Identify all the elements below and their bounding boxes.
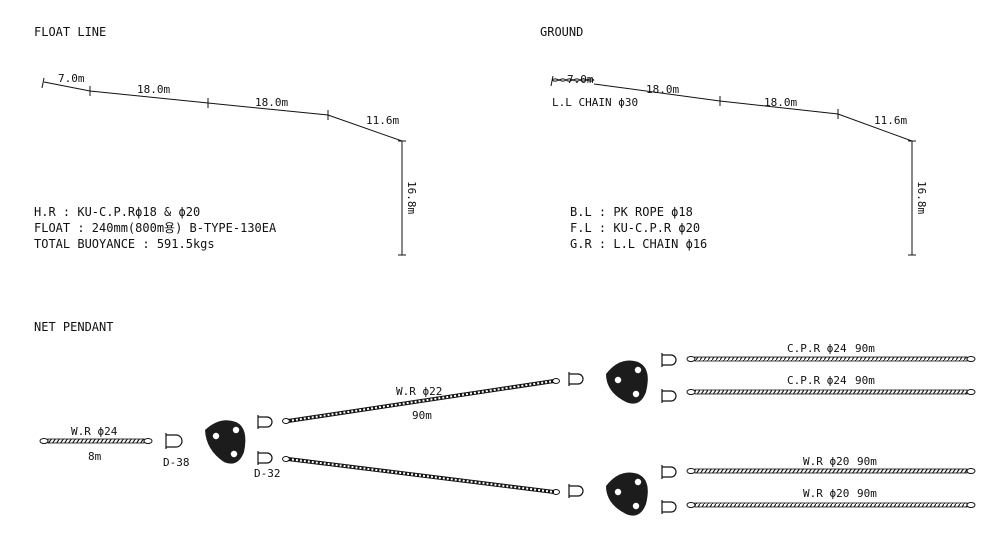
triangle-plate-icon	[205, 420, 246, 464]
float-seg-1-label: 7.0m	[58, 72, 85, 85]
right-rope-1-spec: C.P.R ϕ24	[787, 342, 847, 355]
left-wire-rope	[39, 438, 153, 444]
shackle-left-label: D-38	[163, 456, 190, 469]
shackle-mid-label: D-32	[254, 467, 281, 480]
right-rope-3-spec: W.R ϕ20	[803, 455, 849, 468]
ground-seg-4-label: 11.6m	[874, 114, 907, 127]
triangle-plate-icon	[606, 472, 648, 516]
mid-rope-spec: W.R ϕ22	[396, 385, 442, 398]
upper-diagonal-rope	[282, 378, 560, 424]
ground-title: GROUND	[540, 25, 583, 39]
float-seg-5-label: 16.8m	[405, 181, 418, 214]
shackle-icon	[568, 372, 584, 386]
mid-rope-length: 90m	[412, 409, 432, 422]
left-rope-spec: W.R ϕ24	[71, 425, 118, 438]
lower-diagonal-rope	[282, 456, 560, 495]
ground-seg-2-label: 18.0m	[646, 83, 679, 96]
shackle-icon	[661, 465, 677, 479]
triangle-plate-icon	[606, 360, 648, 404]
shackle-icon	[661, 353, 677, 367]
right-rope-3-length: 90m	[857, 455, 877, 468]
float-seg-2-label: 18.0m	[137, 83, 170, 96]
ground-spec-2: F.L : KU-C.P.R ϕ20	[570, 221, 700, 235]
ground-chain-icon	[551, 78, 595, 82]
float-spec-3: TOTAL BUOYANCE : 591.5kgs	[34, 237, 215, 251]
float-spec-1: H.R : KU-C.P.Rϕ18 & ϕ20	[34, 205, 200, 219]
right-rope-4-length: 90m	[857, 487, 877, 500]
left-rope-length: 8m	[88, 450, 102, 463]
shackle-icon	[165, 433, 183, 449]
shackle-icon	[257, 451, 273, 465]
float-line-profile	[43, 81, 403, 255]
right-rope-3	[686, 468, 976, 474]
shackle-icon	[661, 389, 677, 403]
float-spec-2: FLOAT : 240mm(800m용) B-TYPE-130EA	[34, 221, 277, 235]
shackle-icon	[661, 500, 677, 514]
float-seg-3-label: 18.0m	[255, 96, 288, 109]
right-rope-2-length: 90m	[855, 374, 875, 387]
ground-seg-1-label: 7.0m	[567, 73, 594, 86]
float-line-section: FLOAT LINE 7.0m 18.0m 18.0m 11.6m 16.8m …	[34, 25, 418, 256]
right-rope-4-spec: W.R ϕ20	[803, 487, 849, 500]
ground-seg-5-label: 16.8m	[915, 181, 928, 214]
ground-section: GROUND 7.0m L.L CHAIN ϕ30 18.0m 18.0m 11…	[540, 25, 928, 256]
right-rope-2	[686, 389, 976, 395]
float-seg-4-label: 11.6m	[366, 114, 399, 127]
right-rope-1-length: 90m	[855, 342, 875, 355]
shackle-icon	[257, 415, 273, 429]
shackle-icon	[568, 484, 584, 498]
right-rope-2-spec: C.P.R ϕ24	[787, 374, 847, 387]
ground-chain-label: L.L CHAIN ϕ30	[552, 96, 638, 109]
float-line-title: FLOAT LINE	[34, 25, 106, 39]
right-rope-4	[686, 502, 976, 508]
ground-seg-3-label: 18.0m	[764, 96, 797, 109]
float-line-ticks	[41, 77, 406, 256]
ground-spec-1: B.L : PK ROPE ϕ18	[570, 205, 693, 219]
ground-spec-3: G.R : L.L CHAIN ϕ16	[570, 237, 707, 251]
net-pendant-title: NET PENDANT	[34, 320, 113, 334]
net-pendant-section: NET PENDANT W.R ϕ24 8m D-38	[34, 320, 976, 516]
right-rope-1	[686, 356, 976, 362]
ground-ticks	[550, 75, 916, 256]
